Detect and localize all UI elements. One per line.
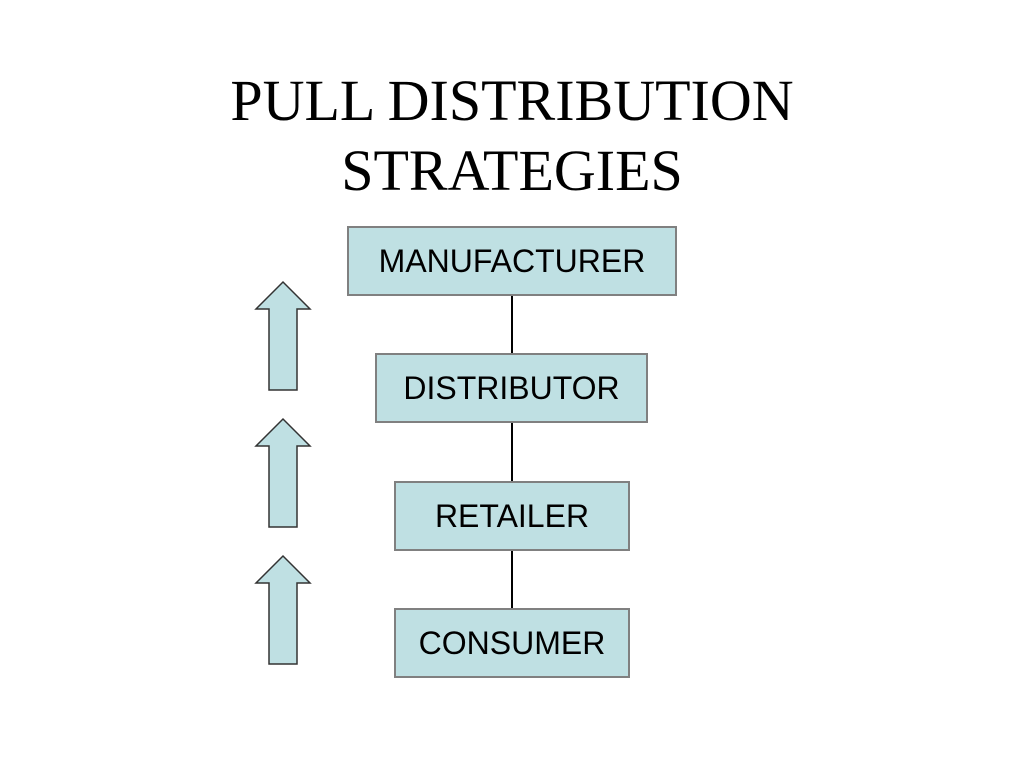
manufacturer-box: MANUFACTURER bbox=[347, 226, 677, 296]
distributor-box: DISTRIBUTOR bbox=[375, 353, 648, 423]
title-line-2: STRATEGIES bbox=[341, 138, 683, 203]
consumer-box: CONSUMER bbox=[394, 608, 630, 678]
up-arrow-icon bbox=[254, 417, 312, 528]
distributor-label: DISTRIBUTOR bbox=[403, 369, 620, 406]
slide-title: PULL DISTRIBUTION STRATEGIES bbox=[112, 66, 912, 206]
retailer-label: RETAILER bbox=[434, 497, 590, 534]
consumer-label: CONSUMER bbox=[418, 624, 606, 661]
up-arrow-icon bbox=[254, 554, 312, 665]
up-arrow-icon bbox=[254, 280, 312, 391]
retailer-box: RETAILER bbox=[394, 481, 630, 551]
title-line-1: PULL DISTRIBUTION bbox=[230, 68, 794, 133]
manufacturer-label: MANUFACTURER bbox=[378, 242, 646, 279]
